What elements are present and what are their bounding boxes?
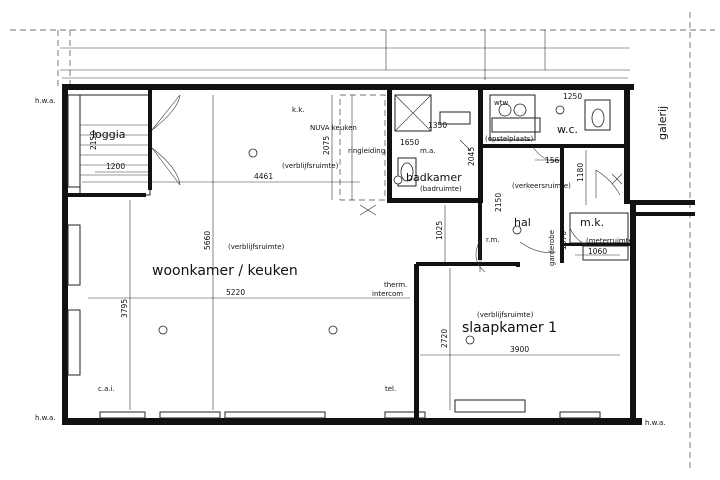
left-facade-windows — [67, 94, 151, 376]
dim-1200: 1200 — [106, 162, 125, 171]
note-garderobe: garderobe — [548, 230, 556, 266]
interior-walls — [66, 90, 630, 419]
dim-2075: 2075 — [322, 136, 331, 155]
kitchen-counter — [339, 94, 386, 201]
room-label-badkamer: badkamer — [406, 171, 462, 184]
note-tel: tel. — [385, 385, 396, 393]
room-sublabel-keuken: (verblijfsruimte) — [282, 162, 339, 170]
note-kk: k.k. — [292, 106, 305, 114]
dim-3795: 3795 — [120, 299, 129, 318]
room-sublabel-hal: (verkeersruimte) — [512, 182, 571, 190]
wc-fixtures — [489, 94, 611, 141]
dim-1650: 1650 — [400, 138, 419, 147]
upper-projection-lines — [10, 12, 715, 470]
bottom-facade-windows — [99, 399, 601, 419]
dim-4461: 4461 — [254, 172, 273, 181]
dim-1350: 1350 — [428, 121, 447, 130]
dim-2720: 2720 — [440, 329, 449, 348]
dim-3900: 3900 — [510, 345, 529, 354]
note-therm: therm. — [384, 281, 407, 289]
dim-2045: 2045 — [467, 147, 476, 166]
room-sublabel-meterruimte: (meterruimte) — [586, 237, 636, 245]
note-intercom: intercom — [372, 290, 403, 298]
room-label-loggia: loggia — [92, 128, 126, 141]
dim-1565: 1565 — [545, 156, 564, 165]
ventilation-marks — [359, 139, 623, 216]
note-hwa-top: h.w.a. — [35, 97, 55, 105]
room-sublabel-slaapkamer: (verblijfsruimte) — [477, 311, 534, 319]
room-label-galerij: galerij — [656, 106, 669, 140]
dim-2150: 2150 — [494, 193, 503, 212]
room-label-wc: w.c. — [557, 123, 578, 136]
dim-1025: 1025 — [435, 221, 444, 240]
note-cai: c.a.i. — [98, 385, 115, 393]
note-hwa-bottom-right: h.w.a. — [645, 419, 665, 427]
room-sublabel-badkamer: (badruimte) — [420, 185, 462, 193]
dim-1570: 1570 — [559, 231, 568, 250]
room-label-woonkamer: woonkamer / keuken — [152, 263, 298, 279]
bathroom-fixtures — [394, 94, 471, 187]
room-label-mk: m.k. — [580, 216, 604, 229]
light-fixtures — [158, 105, 565, 345]
dim-1060: 1060 — [588, 247, 607, 256]
dim-5220: 5220 — [226, 288, 245, 297]
dim-5660: 5660 — [203, 231, 212, 250]
dimension-lines — [82, 95, 620, 410]
note-ringleiding: ringleiding — [348, 147, 385, 155]
note-hwa-bottom-left: h.w.a. — [35, 414, 55, 422]
dim-2150b: 2150 — [89, 131, 98, 150]
room-sublabel-woonkamer: (verblijfsruimte) — [228, 243, 285, 251]
note-nuva-keuken: NUVA keuken — [310, 124, 357, 132]
dim-1180: 1180 — [576, 163, 585, 182]
note-wtw: wtw — [494, 99, 508, 107]
door-swings — [151, 94, 621, 273]
note-opstelplaats: (opstelplaats) — [485, 135, 533, 143]
note-ma: m.a. — [420, 147, 436, 155]
room-label-slaapkamer: slaapkamer 1 — [462, 320, 557, 336]
dim-1250: 1250 — [563, 92, 582, 101]
note-rm: r.m. — [486, 236, 500, 244]
room-label-hal: hal — [514, 216, 531, 229]
